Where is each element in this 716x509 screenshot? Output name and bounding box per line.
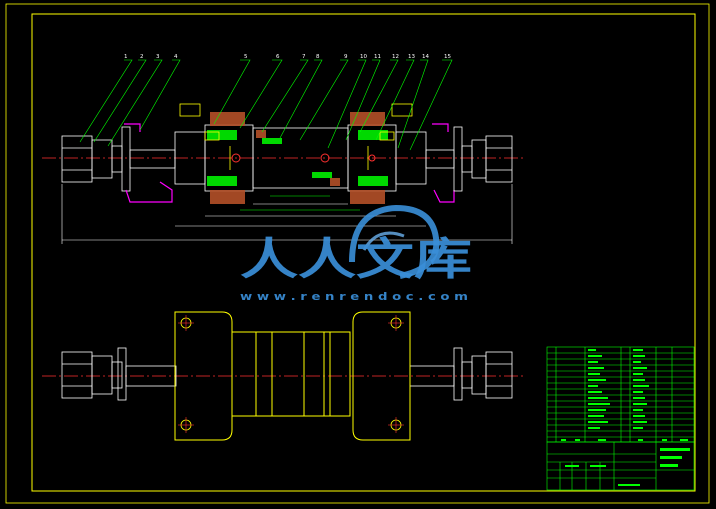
part-number-10: 10 [360,54,367,60]
watermark: 人人文库 w w w . r e n r e n d o c . c o m [240,204,472,303]
right-clamp [432,123,455,203]
part-number-1: 1 [124,54,128,60]
part-number-11: 11 [374,54,381,60]
leader-lines [79,59,453,151]
part-number-12: 12 [392,54,399,60]
part-number-15: 15 [444,54,451,60]
outer-view [42,311,525,441]
title-block-text-marks [565,448,690,486]
watermark-logo-icon [349,204,440,279]
watermark-brand-text: 人人文库 [240,234,472,285]
part-number-13: 13 [408,54,415,60]
part-number-6: 6 [276,54,280,60]
part-number-2: 2 [140,54,144,60]
part-number-9: 9 [344,54,348,60]
right-hex-nut [461,135,513,183]
left-hex-nut [61,135,123,183]
inner-frame [31,13,696,492]
part-number-3: 3 [156,54,160,60]
parts-list-text-marks [561,349,688,441]
outer-frame [5,3,710,504]
watermark-url-text: w w w . r e n r e n d o c . c o m [240,290,468,303]
parts-list-table [546,346,695,443]
part-number-7: 7 [302,54,306,60]
part-number-5: 5 [244,54,248,60]
part-number-8: 8 [316,54,320,60]
left-clamp [124,123,173,203]
part-number-14: 14 [422,54,429,60]
title-block [546,441,695,491]
section-view: 1 2 3 4 5 6 7 8 9 10 11 12 13 14 15 [42,54,525,244]
part-number-4: 4 [174,54,178,60]
